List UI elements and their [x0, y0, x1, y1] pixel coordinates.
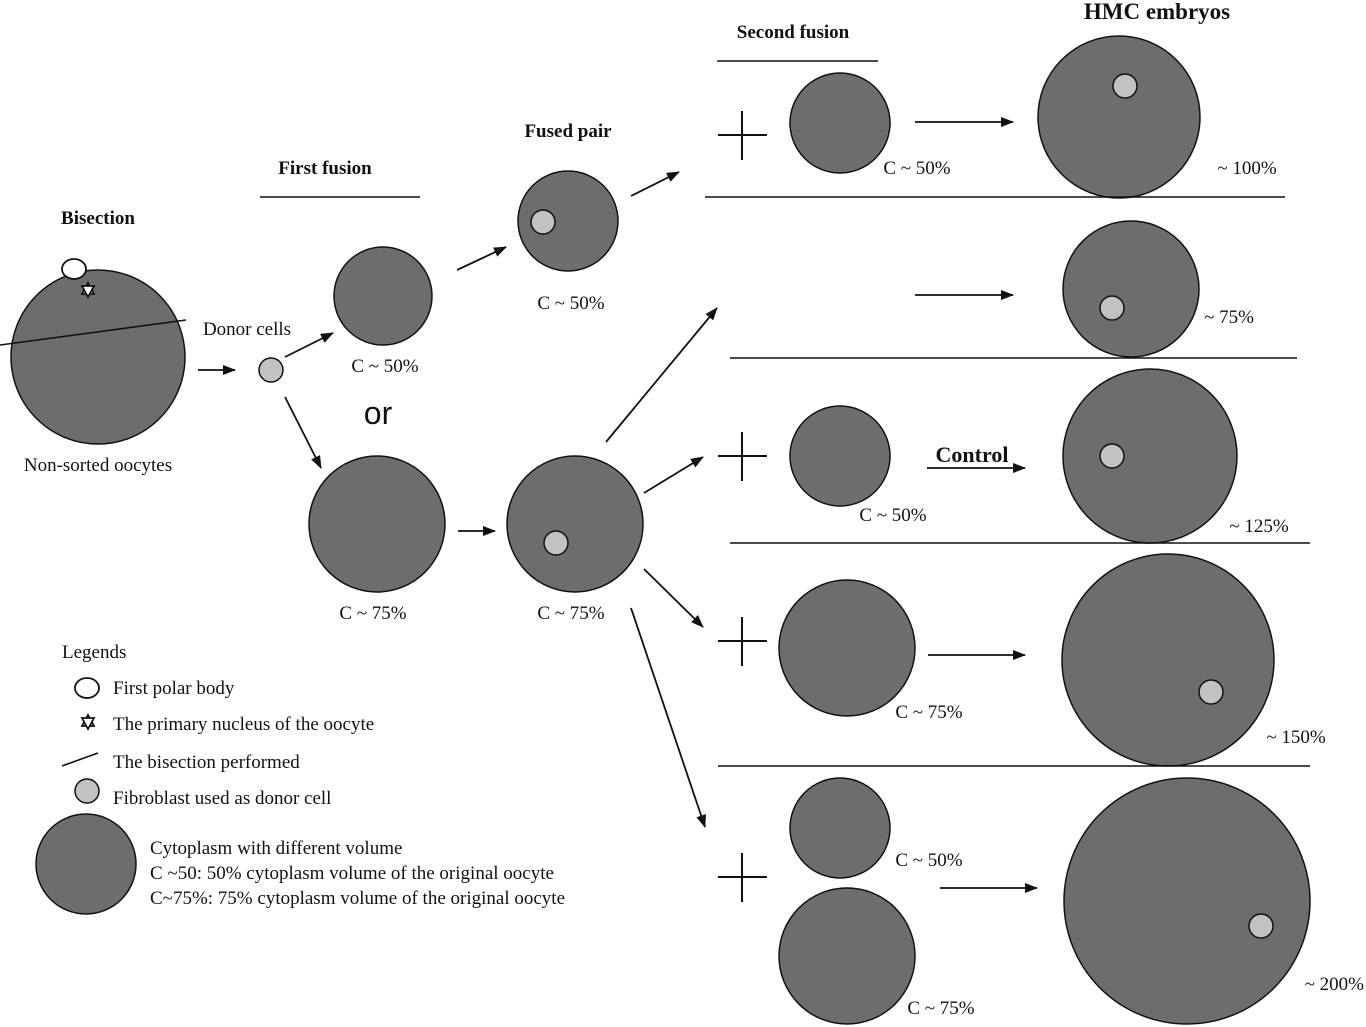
- legend-nucleus-star-icon: [80, 713, 96, 731]
- row4-result-label: ~ 150%: [1266, 727, 1326, 748]
- row4-donor-cytoplast: [778, 579, 916, 717]
- row-200: C ~ 50% C ~ 75% ~ 200%: [718, 777, 1365, 1025]
- legend-item-donor-cell: Fibroblast used as donor cell: [113, 788, 331, 809]
- legend-item-polar-body: First polar body: [113, 678, 235, 699]
- row5-donor-cytoplast-c75: [778, 887, 916, 1025]
- donor-cells-label: Donor cells: [203, 319, 291, 340]
- nucleus-star-icon: [80, 281, 96, 299]
- row5-embryo: [1063, 777, 1311, 1025]
- row5-donor-c75-label: C ~ 75%: [907, 998, 974, 1019]
- legend-item-bisection: The bisection performed: [113, 752, 300, 773]
- row5-donor-cytoplast-c50: [789, 777, 891, 879]
- heading-fused-pair: Fused pair: [524, 121, 612, 142]
- arrow-donor-to-c50: [284, 332, 334, 358]
- fused-c50-label: C ~ 50%: [537, 293, 604, 314]
- arrow-fused75-row5: [630, 607, 706, 828]
- legend-cytoplasm-icon: [35, 813, 137, 915]
- bisection-line: [0, 319, 187, 346]
- row1-embryo-nucleus: [1112, 73, 1138, 99]
- row3-embryo: [1062, 368, 1238, 544]
- row1-donor-label: C ~ 50%: [883, 158, 950, 179]
- control-label: Control: [936, 442, 1009, 467]
- row2-result-label: ~ 75%: [1204, 307, 1254, 328]
- heading-first-fusion: First fusion: [278, 158, 372, 179]
- arrow-fused75-row3: [643, 456, 704, 494]
- legend-cytoplasm-line-1: Cytoplasm with different volume: [150, 838, 402, 859]
- oocyte-cytoplasm: [10, 269, 186, 445]
- arrow-fused75-row4: [643, 568, 704, 628]
- row3-embryo-nucleus: [1099, 443, 1125, 469]
- row5-donor-c50-label: C ~ 50%: [895, 850, 962, 871]
- arrow-fused75-row2: [605, 307, 718, 443]
- first-c75-label: C ~ 75%: [339, 603, 406, 624]
- row1-result-label: ~ 100%: [1217, 158, 1277, 179]
- row5-embryo-nucleus: [1248, 913, 1274, 939]
- arrow-fused50-row1: [630, 171, 680, 197]
- row3-donor-label: C ~ 50%: [859, 505, 926, 526]
- row-150: C ~ 75% ~ 150%: [718, 553, 1326, 767]
- arrow-c50-to-fused: [456, 246, 507, 271]
- first-cytoplast-c75: [308, 455, 446, 593]
- heading-hmc-embryos: HMC embryos: [1084, 0, 1230, 24]
- legend-donor-cell-icon: [74, 778, 100, 804]
- legend-polar-body-icon: [74, 677, 100, 699]
- row-75: ~ 75%: [730, 220, 1297, 359]
- legend-title: Legends: [62, 642, 126, 663]
- row1-donor-cytoplast: [789, 72, 891, 174]
- row2-embryo-nucleus: [1099, 295, 1125, 321]
- fused-pair-c50-nucleus: [530, 209, 556, 235]
- fused-pair-c75: [506, 455, 644, 593]
- row-125: C ~ 50% Control ~ 125%: [718, 368, 1310, 544]
- plus-icon: [718, 111, 767, 160]
- fused-c75-label: C ~ 75%: [537, 603, 604, 624]
- legend-bisection-line-icon: [61, 752, 99, 767]
- plus-icon: [718, 853, 767, 902]
- first-c50-label: C ~ 50%: [351, 356, 418, 377]
- or-label: or: [364, 395, 393, 431]
- arrow-donor-to-c75: [284, 396, 322, 469]
- legend-cytoplasm-line-3: C~75%: 75% cytoplasm volume of the origi…: [150, 888, 565, 909]
- row1-embryo: [1037, 35, 1201, 199]
- first-cytoplast-c50: [333, 246, 433, 346]
- row3-result-label: ~ 125%: [1229, 516, 1289, 537]
- non-sorted-oocytes-label: Non-sorted oocytes: [24, 455, 172, 476]
- legend: Legends First polar body The primary nuc…: [35, 642, 565, 915]
- donor-cell: [258, 357, 284, 383]
- heading-second-fusion: Second fusion: [737, 22, 850, 43]
- legend-cytoplasm-line-2: C ~50: 50% cytoplasm volume of the origi…: [150, 863, 554, 884]
- row3-donor-cytoplast: [789, 405, 891, 507]
- row4-embryo: [1061, 553, 1275, 767]
- row-100: C ~ 50% ~ 100%: [705, 35, 1285, 199]
- legend-item-nucleus: The primary nucleus of the oocyte: [113, 714, 374, 735]
- row2-embryo: [1062, 220, 1200, 358]
- heading-bisection: Bisection: [61, 208, 135, 229]
- fused-pair-c75-nucleus: [543, 530, 569, 556]
- plus-icon: [718, 617, 767, 666]
- row4-embryo-nucleus: [1198, 679, 1224, 705]
- non-sorted-oocyte: [0, 258, 187, 445]
- row5-result-label: ~ 200%: [1305, 974, 1365, 995]
- polar-body-icon: [61, 258, 87, 280]
- fused-pair-c50: [517, 170, 619, 272]
- plus-icon: [718, 432, 767, 481]
- row4-donor-label: C ~ 75%: [895, 702, 962, 723]
